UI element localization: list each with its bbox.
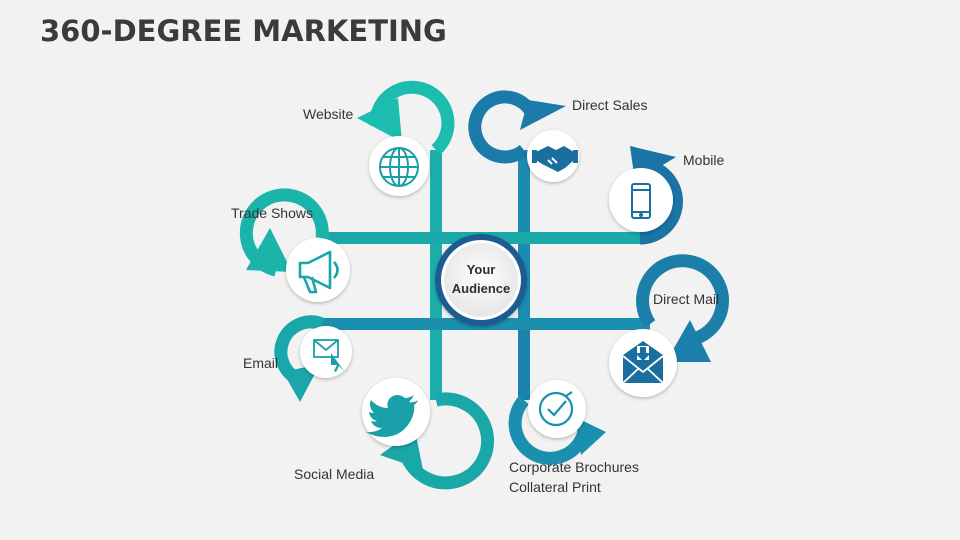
label-trade-shows: Trade Shows	[231, 205, 313, 221]
arrowhead-direct-sales	[520, 100, 566, 130]
arrowhead-trade-shows	[246, 228, 292, 272]
page-title: 360-DEGREE MARKETING	[40, 14, 447, 48]
label-mobile: Mobile	[683, 152, 724, 168]
center-label-line1: Your	[467, 262, 496, 277]
node-email[interactable]	[300, 326, 352, 378]
label-email: Email	[243, 355, 278, 371]
label-direct-mail: Direct Mail	[653, 291, 719, 307]
label-social-media: Social Media	[294, 466, 374, 482]
label-direct-sales: Direct Sales	[572, 97, 647, 113]
node-trade-shows[interactable]	[286, 238, 350, 302]
smartphone-icon	[631, 183, 651, 219]
handshake-icon	[532, 146, 578, 172]
arrowhead-website	[357, 98, 402, 142]
arrowhead-email	[283, 364, 320, 402]
arrowhead-brochures	[575, 417, 606, 455]
node-brochures[interactable]	[528, 380, 586, 438]
megaphone-icon	[298, 250, 339, 294]
twitter-bird-icon	[366, 395, 418, 437]
arrowhead-direct-mail	[666, 320, 711, 362]
arrowheads	[246, 98, 711, 470]
node-mobile[interactable]	[609, 168, 673, 232]
globe-icon	[379, 147, 419, 187]
label-brochures-line1: Corporate Brochures	[509, 459, 639, 475]
center-label-line2: Audience	[452, 281, 511, 296]
check-badge-icon	[538, 391, 574, 427]
center-node[interactable]: Your Audience	[435, 234, 527, 326]
email-cursor-icon	[313, 339, 344, 372]
envelope-download-icon	[622, 341, 664, 384]
label-brochures-line2: Collateral Print	[509, 479, 601, 495]
channel-labels: Website Trade Shows Email Social Media D…	[231, 97, 724, 495]
label-website: Website	[303, 106, 354, 122]
